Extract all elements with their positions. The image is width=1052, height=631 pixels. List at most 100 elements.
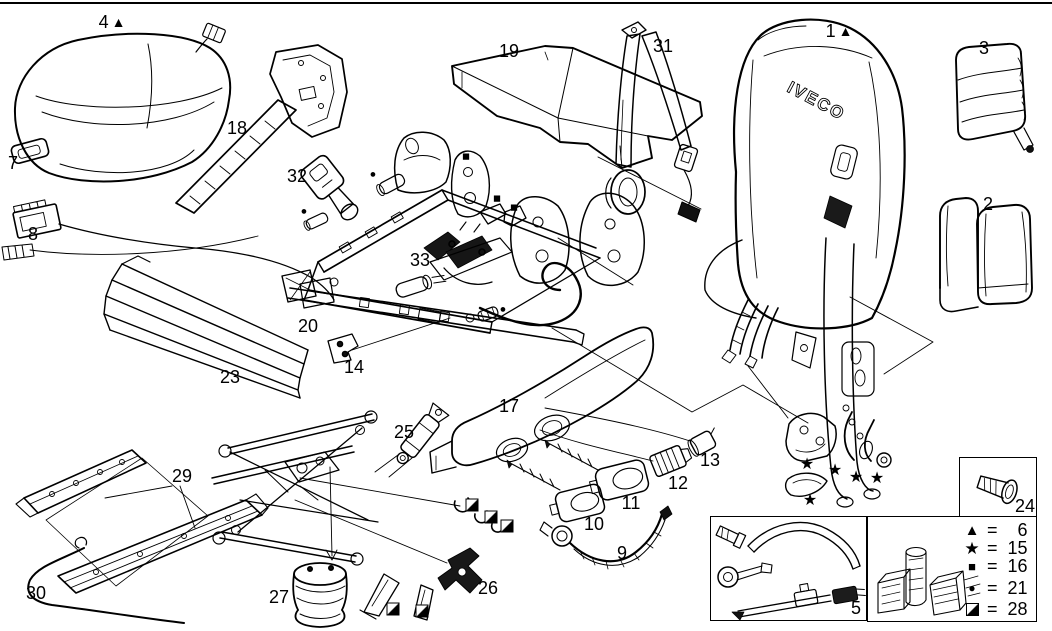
callout-11: 11 bbox=[621, 493, 641, 513]
part-17-drawing bbox=[429, 326, 655, 474]
circle-marker: ● bbox=[499, 303, 507, 316]
callout-27: 27 bbox=[268, 587, 290, 607]
callout-29: 29 bbox=[171, 466, 193, 486]
part-19-drawing bbox=[451, 45, 703, 169]
seat-frame-drawing bbox=[299, 131, 645, 334]
part-32-drawing bbox=[300, 154, 359, 221]
part-2-drawing bbox=[939, 197, 1033, 313]
part-25-drawing bbox=[396, 402, 450, 465]
callout-14: 14 bbox=[343, 357, 365, 377]
triangle-icon: ▲ bbox=[111, 14, 126, 30]
part-20-drawing bbox=[281, 269, 585, 346]
legend-value: 28 bbox=[1007, 599, 1028, 619]
construction-lines bbox=[29, 156, 934, 564]
part-13-drawing bbox=[687, 427, 717, 457]
triangle-icon: ▲ bbox=[838, 23, 853, 39]
legend-row-half-square: = 28 bbox=[962, 600, 1028, 618]
callout-31: 31 bbox=[652, 36, 674, 56]
legend-value: 21 bbox=[1007, 578, 1028, 598]
callout-32: 32 bbox=[286, 166, 308, 186]
callout-8: 8 bbox=[27, 224, 39, 244]
star-marker: ★ bbox=[802, 492, 818, 509]
callout-7: 7 bbox=[7, 153, 19, 173]
star-marker: ★ bbox=[848, 469, 864, 486]
callout-18: 18 bbox=[226, 118, 248, 138]
part-7-drawing bbox=[10, 137, 50, 165]
part-4-seat-cushion-drawing bbox=[13, 22, 232, 183]
part-14-drawing bbox=[327, 333, 359, 364]
legend-box bbox=[867, 516, 1037, 622]
part-3-drawing bbox=[955, 42, 1034, 153]
legend-value: 6 bbox=[1017, 520, 1028, 540]
legend-eq: = bbox=[987, 599, 998, 619]
callout-30: 30 bbox=[25, 583, 47, 603]
part-11-drawing bbox=[544, 439, 650, 501]
callout-17: 17 bbox=[498, 396, 520, 416]
part-18-drawing bbox=[175, 44, 348, 214]
square-icon: ■ bbox=[968, 558, 976, 574]
triangle-icon: ▲ bbox=[964, 521, 980, 539]
part-30-drawing bbox=[27, 536, 185, 624]
page-top-rule bbox=[0, 2, 1052, 4]
star-marker: ★ bbox=[869, 470, 885, 487]
callout-12: 12 bbox=[667, 473, 689, 493]
scissor-frame-drawing bbox=[211, 410, 379, 566]
legend-eq: = bbox=[987, 520, 998, 540]
callout-2: 2 bbox=[982, 194, 994, 214]
callout-25: 25 bbox=[393, 422, 415, 442]
part-12-drawing bbox=[649, 445, 693, 477]
star-icon: ★ bbox=[964, 538, 980, 558]
legend-row-square: ■ = 16 bbox=[962, 556, 1028, 576]
part-23-drawing bbox=[103, 255, 309, 399]
part-26-group-drawing bbox=[359, 497, 505, 621]
callout-9: 9 bbox=[616, 543, 628, 563]
legend-eq: = bbox=[987, 578, 998, 598]
half-filled-square-marker bbox=[465, 498, 479, 512]
part-24-drawing bbox=[976, 475, 1018, 505]
callout-24: 24 bbox=[1014, 496, 1036, 516]
callout-4: 4▲ bbox=[98, 12, 126, 32]
part-27-drawing bbox=[292, 562, 348, 628]
part-9-drawing bbox=[539, 505, 673, 570]
half-filled-square-marker bbox=[484, 510, 498, 524]
half-filled-square-icon bbox=[962, 602, 982, 616]
legend-row-star: ★ = 15 bbox=[962, 538, 1028, 558]
callout-5: 5 bbox=[850, 598, 862, 618]
brand-logo: IVECO bbox=[784, 78, 848, 124]
latch-parts-drawing bbox=[784, 411, 892, 497]
bolt-box bbox=[959, 457, 1037, 517]
circle-marker: ● bbox=[369, 168, 377, 181]
callout-33: 33 bbox=[409, 250, 431, 270]
legend-row-circle: ● = 21 bbox=[962, 578, 1028, 598]
square-marker: ■ bbox=[493, 190, 501, 206]
callout-23: 23 bbox=[219, 367, 241, 387]
circle-marker: ● bbox=[300, 205, 308, 218]
square-marker: ■ bbox=[510, 199, 518, 215]
callout-26: 26 bbox=[477, 578, 499, 598]
legend-eq: = bbox=[987, 538, 998, 558]
legend-row-triangle: ▲ = 6 bbox=[962, 521, 1028, 539]
half-filled-square-marker bbox=[500, 519, 514, 533]
callout-13: 13 bbox=[699, 450, 721, 470]
callout-10: 10 bbox=[583, 514, 605, 534]
circle-icon: ● bbox=[968, 581, 976, 595]
callout-1: 1▲ bbox=[825, 21, 853, 41]
part-8-drawing bbox=[12, 199, 335, 301]
legend-value: 15 bbox=[1007, 538, 1028, 558]
part-33-drawing bbox=[423, 221, 513, 285]
hardware-kit-box bbox=[710, 516, 867, 621]
callout-19: 19 bbox=[498, 41, 520, 61]
callout-3: 3 bbox=[978, 38, 990, 58]
legend-value: 16 bbox=[1007, 556, 1028, 576]
star-marker: ★ bbox=[799, 456, 815, 473]
star-marker: ★ bbox=[827, 462, 843, 479]
part-29-rails-drawing bbox=[15, 449, 269, 594]
half-filled-square-marker bbox=[386, 602, 400, 616]
square-marker: ■ bbox=[462, 148, 470, 164]
callout-20: 20 bbox=[297, 316, 319, 336]
part-5-kit-drawing bbox=[715, 521, 866, 621]
small-hatched-part bbox=[1, 243, 35, 261]
legend-eq: = bbox=[987, 556, 998, 576]
